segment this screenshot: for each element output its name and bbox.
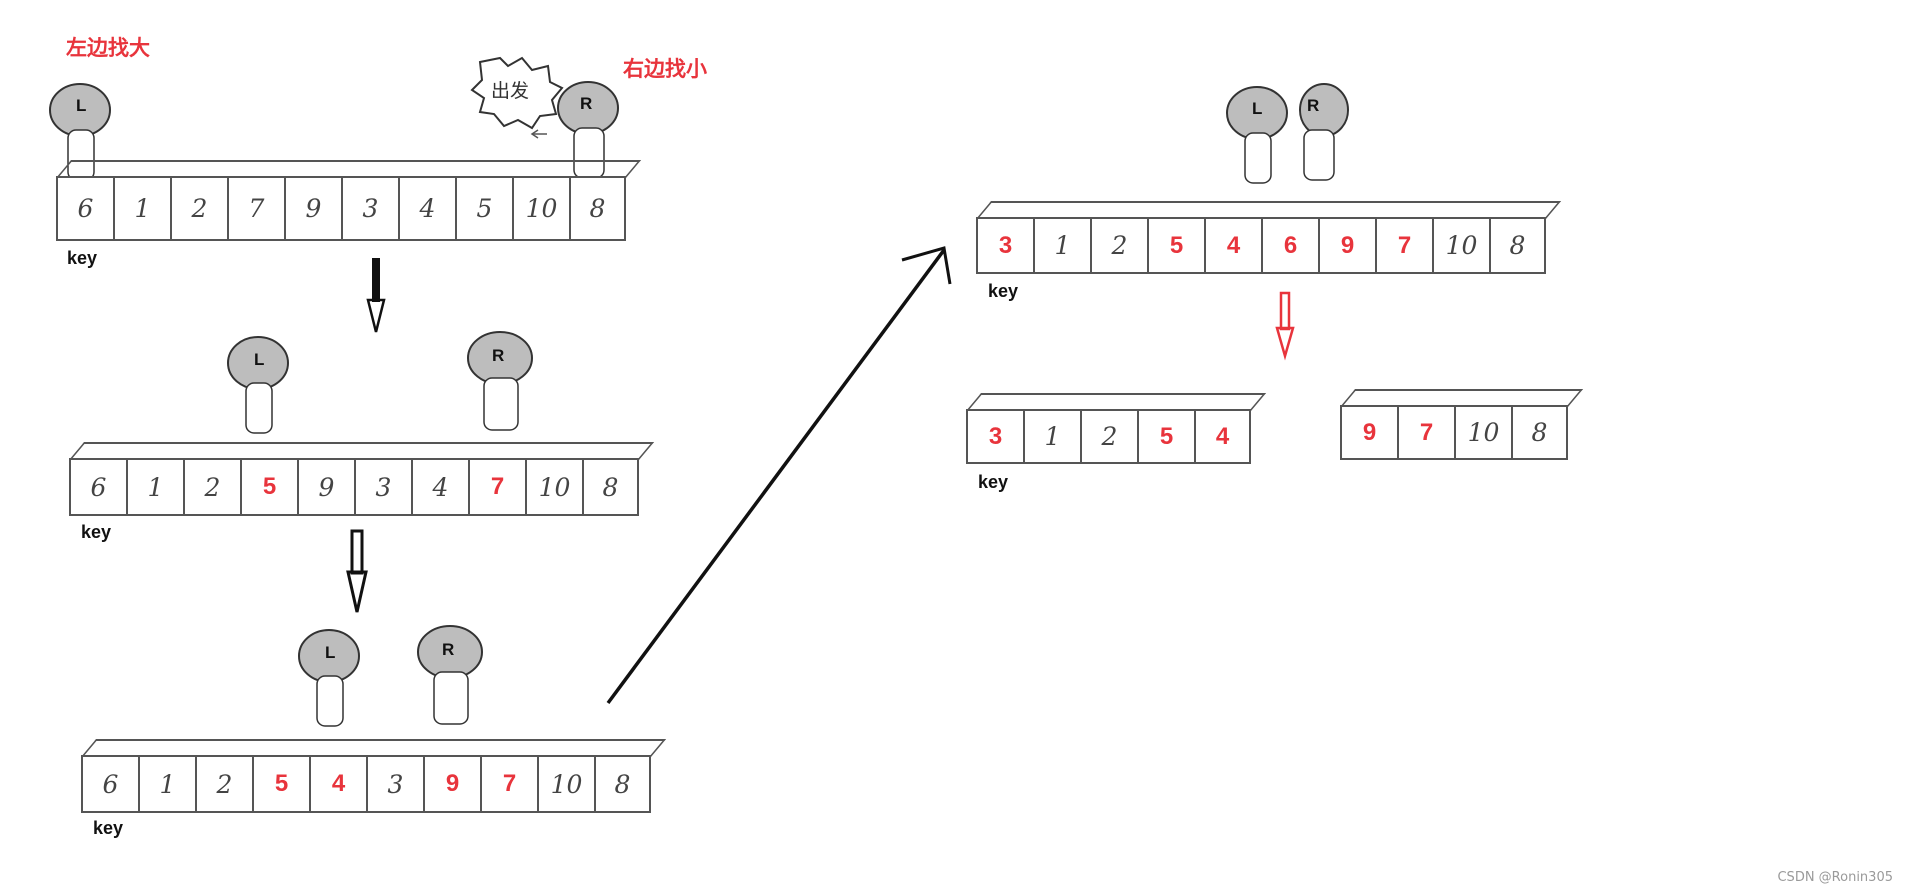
array-cell: 3	[966, 409, 1023, 464]
array-cell: 5	[455, 176, 512, 241]
array-top-edge	[81, 739, 667, 757]
array-cell: 4	[1204, 217, 1261, 274]
array-cell: 2	[1080, 409, 1137, 464]
array-cell: 4	[398, 176, 455, 241]
array-cell: 8	[569, 176, 626, 241]
left-pointer-label: L	[325, 643, 336, 662]
left-find-big-label: 左边找大	[66, 36, 150, 60]
array-cell: 7	[468, 458, 525, 516]
array-cell: 6	[1261, 217, 1318, 274]
array-cell: 3	[354, 458, 411, 516]
right-pointer-label: R	[1307, 96, 1320, 115]
diagonal-arrow-icon	[606, 246, 952, 705]
key-label: key	[67, 248, 98, 268]
left-pointer-label: L	[254, 350, 265, 369]
array-cell: 8	[1511, 405, 1568, 460]
array-cell: 2	[195, 755, 252, 813]
array-cell: 1	[138, 755, 195, 813]
array-cell: 10	[525, 458, 582, 516]
array-cell: 2	[170, 176, 227, 241]
right-pointer-label: R	[492, 346, 505, 365]
array-cell: 1	[1023, 409, 1080, 464]
array-cell: 10	[1454, 405, 1511, 460]
array-cell: 5	[240, 458, 297, 516]
left-pointer-label: L	[1252, 99, 1263, 118]
array-cell: 4	[411, 458, 468, 516]
array-cell: 9	[297, 458, 354, 516]
array-top-edge	[1340, 389, 1584, 407]
array-cell: 7	[1375, 217, 1432, 274]
array-cell: 4	[309, 755, 366, 813]
array-cell: 3	[366, 755, 423, 813]
array-cell: 2	[1090, 217, 1147, 274]
array-cell: 10	[537, 755, 594, 813]
array-cell: 10	[512, 176, 569, 241]
key-label: key	[93, 818, 124, 838]
array-cell: 7	[227, 176, 284, 241]
right-find-small-label: 右边找小	[623, 57, 707, 81]
array-cell: 7	[1397, 405, 1454, 460]
array-cell: 8	[594, 755, 651, 813]
array-cell: 5	[1147, 217, 1204, 274]
watermark: CSDN @Ronin305	[1777, 870, 1893, 885]
array-cell: 2	[183, 458, 240, 516]
array-cell: 9	[423, 755, 480, 813]
array-top-edge	[56, 160, 642, 178]
start-burst-text: 出发	[491, 80, 530, 102]
key-label: key	[81, 522, 112, 542]
array-cell: 7	[480, 755, 537, 813]
array-cell: 9	[1318, 217, 1375, 274]
array-top-edge	[976, 201, 1562, 219]
array-cell: 6	[69, 458, 126, 516]
array-top-edge	[69, 442, 655, 460]
array-cell: 1	[113, 176, 170, 241]
array-cell: 1	[1033, 217, 1090, 274]
array-cell: 6	[56, 176, 113, 241]
array-cell: 8	[1489, 217, 1546, 274]
array-cell: 9	[1340, 405, 1397, 460]
array-top-edge	[966, 393, 1267, 411]
array-cell: 10	[1432, 217, 1489, 274]
array-cell: 5	[1137, 409, 1194, 464]
array-cell: 3	[341, 176, 398, 241]
array-cell: 8	[582, 458, 639, 516]
down-arrow-icon	[346, 529, 368, 613]
right-pointer-label: R	[580, 94, 593, 113]
array-cell: 1	[126, 458, 183, 516]
key-label: key	[978, 472, 1009, 492]
key-label: key	[988, 281, 1019, 301]
array-cell: 3	[976, 217, 1033, 274]
right-pointer-label: R	[442, 640, 455, 659]
array-cell: 9	[284, 176, 341, 241]
array-cell: 5	[252, 755, 309, 813]
left-pointer-label: L	[76, 96, 87, 115]
red-down-arrow-icon	[1275, 291, 1295, 361]
array-cell: 4	[1194, 409, 1251, 464]
array-cell: 6	[81, 755, 138, 813]
down-arrow-icon	[366, 258, 386, 333]
